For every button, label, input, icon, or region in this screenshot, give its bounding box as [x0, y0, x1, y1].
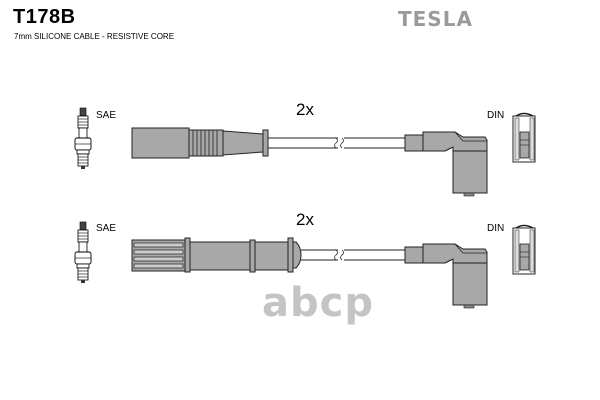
row2-din-boot-icon [512, 224, 536, 275]
brand-logo: TESLA [398, 7, 473, 31]
row2-boot-ring2 [249, 239, 256, 273]
watermark: abcp [262, 280, 374, 326]
row1-quantity: 2x [296, 100, 314, 119]
row1-sae-label: SAE [96, 110, 117, 121]
row1-elbow-connector [404, 131, 488, 197]
row2-din-label: DIN [487, 223, 505, 234]
row2-boot-body [189, 241, 251, 271]
row1-din-label: DIN [487, 110, 505, 121]
part-number: T178B [13, 6, 76, 28]
row1-sae-spark-plug-icon [74, 107, 92, 170]
row2-boot-ring3 [287, 237, 294, 273]
row2-elbow-connector [404, 243, 488, 309]
row1-lead [74, 107, 536, 197]
row1-boot-taper [222, 130, 264, 156]
row2-boot-ring1 [184, 237, 191, 273]
row1-boot-body [131, 127, 190, 159]
row2-boot-cap [292, 241, 302, 269]
row2-cable [301, 249, 405, 261]
row2-sae-label: SAE [96, 223, 117, 234]
row2-boot-slotted [131, 239, 186, 272]
row1-boot-collar [262, 129, 269, 157]
row1-boot-ribs [188, 129, 224, 157]
row1-din-boot-icon [512, 112, 536, 163]
row1-cable [268, 137, 405, 149]
row2-quantity: 2x [296, 210, 314, 229]
cable-description: 7mm SILICONE CABLE - RESISTIVE CORE [14, 32, 175, 41]
row2-boot-tail [254, 241, 289, 271]
row2-sae-spark-plug-icon [74, 221, 92, 284]
row2-lead [74, 221, 536, 309]
